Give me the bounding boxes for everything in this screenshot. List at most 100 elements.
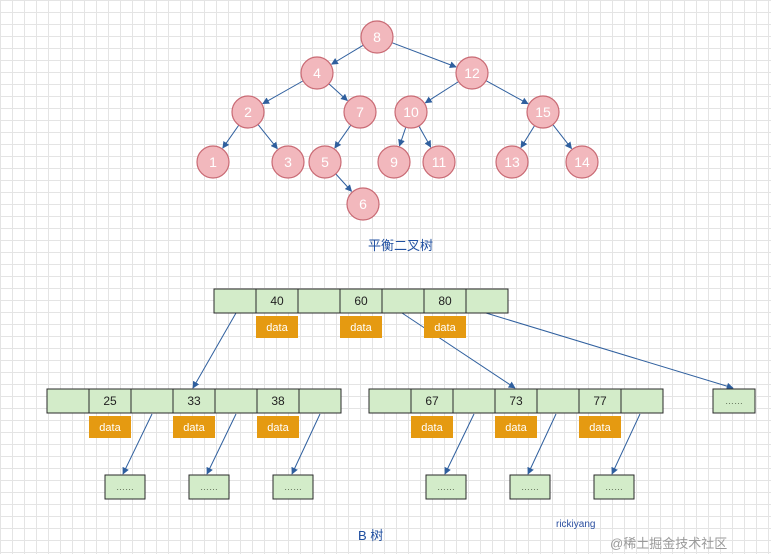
leaf-placeholder: …… [725, 396, 743, 406]
node-label: 3 [284, 154, 292, 170]
data-label: data [434, 322, 456, 334]
pointer-cell [214, 388, 258, 414]
node-circle [308, 145, 342, 179]
avl-node-8: 8 [360, 20, 394, 54]
avl-node-3: 3 [271, 145, 305, 179]
pointer-cell [620, 388, 664, 414]
node-label: 14 [574, 154, 590, 170]
leaf-placeholder: …… [437, 482, 455, 492]
data-label: data [99, 422, 121, 434]
key-cell [410, 388, 454, 414]
leaf-placeholder: …… [284, 482, 302, 492]
author-label: rickiyang [556, 519, 596, 530]
node-circle [455, 56, 489, 90]
data-block [424, 316, 466, 338]
leaf-box [593, 474, 635, 500]
leaf-placeholder: …… [200, 482, 218, 492]
leaf-placeholder: …… [605, 482, 623, 492]
node-circle [565, 145, 599, 179]
pointer-arrow [485, 312, 734, 390]
pointer-cell [130, 388, 174, 414]
key-cell [578, 388, 622, 414]
data-label: data [589, 422, 611, 434]
b-tree: 40data60data80data25data33data38data67da… [46, 288, 756, 500]
key-cell [423, 288, 467, 314]
key-label: 73 [509, 394, 523, 408]
node-label: 7 [356, 104, 364, 120]
tree-edge [330, 44, 364, 65]
avl-node-1: 1 [196, 145, 230, 179]
key-label: 38 [271, 394, 285, 408]
node-label: 10 [403, 104, 419, 120]
data-block [256, 316, 298, 338]
watermark: @稀土掘金技术社区 [610, 536, 728, 551]
b-tree-leaf-5: …… [509, 474, 551, 500]
leaf-box [104, 474, 146, 500]
avl-node-5: 5 [308, 145, 342, 179]
pointer-cell [536, 388, 580, 414]
avl-node-12: 12 [455, 56, 489, 90]
b-tree-caption: B 树 [358, 528, 384, 543]
tree-edge [391, 42, 457, 69]
avl-node-2: 2 [231, 95, 265, 129]
data-block [257, 416, 299, 438]
data-block [89, 416, 131, 438]
tree-edge [424, 81, 459, 104]
tree-edge [485, 80, 529, 105]
tree-edge [398, 126, 407, 147]
node-label: 5 [321, 154, 329, 170]
data-label: data [266, 322, 288, 334]
node-circle [394, 95, 428, 129]
node-circle [231, 95, 265, 129]
data-label: data [421, 422, 443, 434]
avl-node-4: 4 [300, 56, 334, 90]
pointer-cell [297, 288, 341, 314]
pointer-arrow [401, 312, 516, 389]
node-label: 1 [209, 154, 217, 170]
data-block [579, 416, 621, 438]
leaf-box [188, 474, 230, 500]
node-label: 6 [359, 196, 367, 212]
b-tree-leaf-3: …… [272, 474, 314, 500]
key-label: 77 [593, 394, 607, 408]
b-tree-leaf-2: …… [188, 474, 230, 500]
node-label: 8 [373, 29, 381, 45]
pointer-cell [452, 388, 496, 414]
pointer-arrow [291, 413, 321, 475]
tree-edge [335, 173, 353, 192]
pointer-cell [465, 288, 509, 314]
node-label: 4 [313, 65, 321, 81]
node-circle [346, 187, 380, 221]
data-block [340, 316, 382, 338]
node-circle [526, 95, 560, 129]
tree-edge [222, 124, 240, 149]
tree-edge [334, 124, 352, 149]
node-circle [271, 145, 305, 179]
b-tree-leaf-4: …… [425, 474, 467, 500]
data-label: data [267, 422, 289, 434]
pointer-cell [46, 388, 90, 414]
tree-edge [520, 125, 535, 149]
avl-node-7: 7 [343, 95, 377, 129]
pointer-arrow [527, 413, 557, 475]
key-label: 67 [425, 394, 439, 408]
node-label: 9 [390, 154, 398, 170]
tree-edge [328, 83, 348, 102]
key-cell [339, 288, 383, 314]
node-label: 15 [535, 104, 551, 120]
tree-edge [552, 124, 572, 150]
avl-node-6: 6 [346, 187, 380, 221]
key-label: 25 [103, 394, 117, 408]
pointer-arrow [206, 413, 237, 475]
key-cell [494, 388, 538, 414]
leaf-placeholder: …… [521, 482, 539, 492]
key-label: 40 [270, 294, 284, 308]
leaf-box [509, 474, 551, 500]
leaf-placeholder: …… [116, 482, 134, 492]
b-tree-leaf-1: …… [104, 474, 146, 500]
node-circle [196, 145, 230, 179]
data-block [173, 416, 215, 438]
key-label: 80 [438, 294, 452, 308]
